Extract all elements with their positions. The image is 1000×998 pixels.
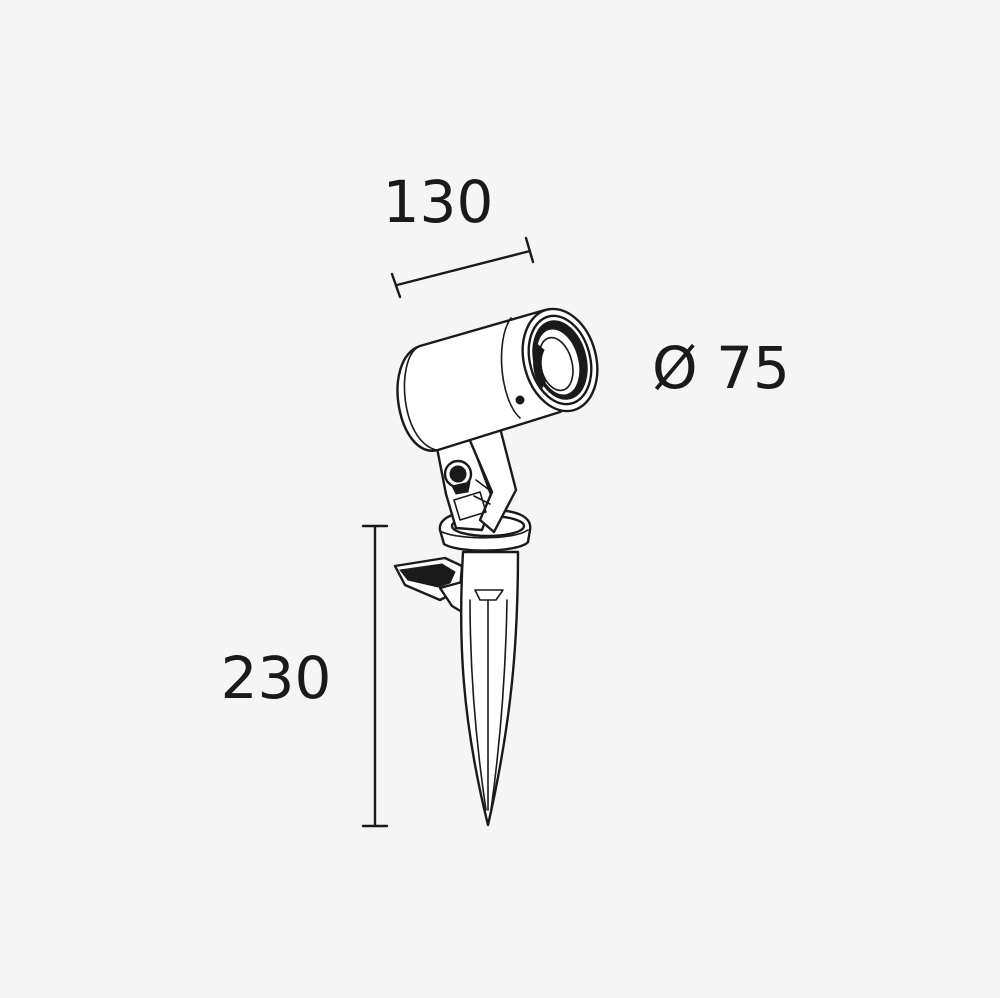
mount-bracket <box>435 426 518 534</box>
ground-spike <box>459 550 520 827</box>
width-dimension: 130 <box>383 168 535 299</box>
height-dimension: 230 <box>221 524 389 828</box>
width-dimension-line <box>395 249 532 287</box>
height-dimension-label: 230 <box>221 644 332 712</box>
width-dimension-tick-left <box>390 272 402 299</box>
cable-clip <box>393 556 464 614</box>
width-dimension-label: 130 <box>383 168 494 236</box>
luminaire-head <box>396 307 599 452</box>
spike-luminaire <box>393 307 599 827</box>
width-dimension-tick-right <box>524 236 535 264</box>
diameter-dimension-label: Ø 75 <box>652 334 790 402</box>
